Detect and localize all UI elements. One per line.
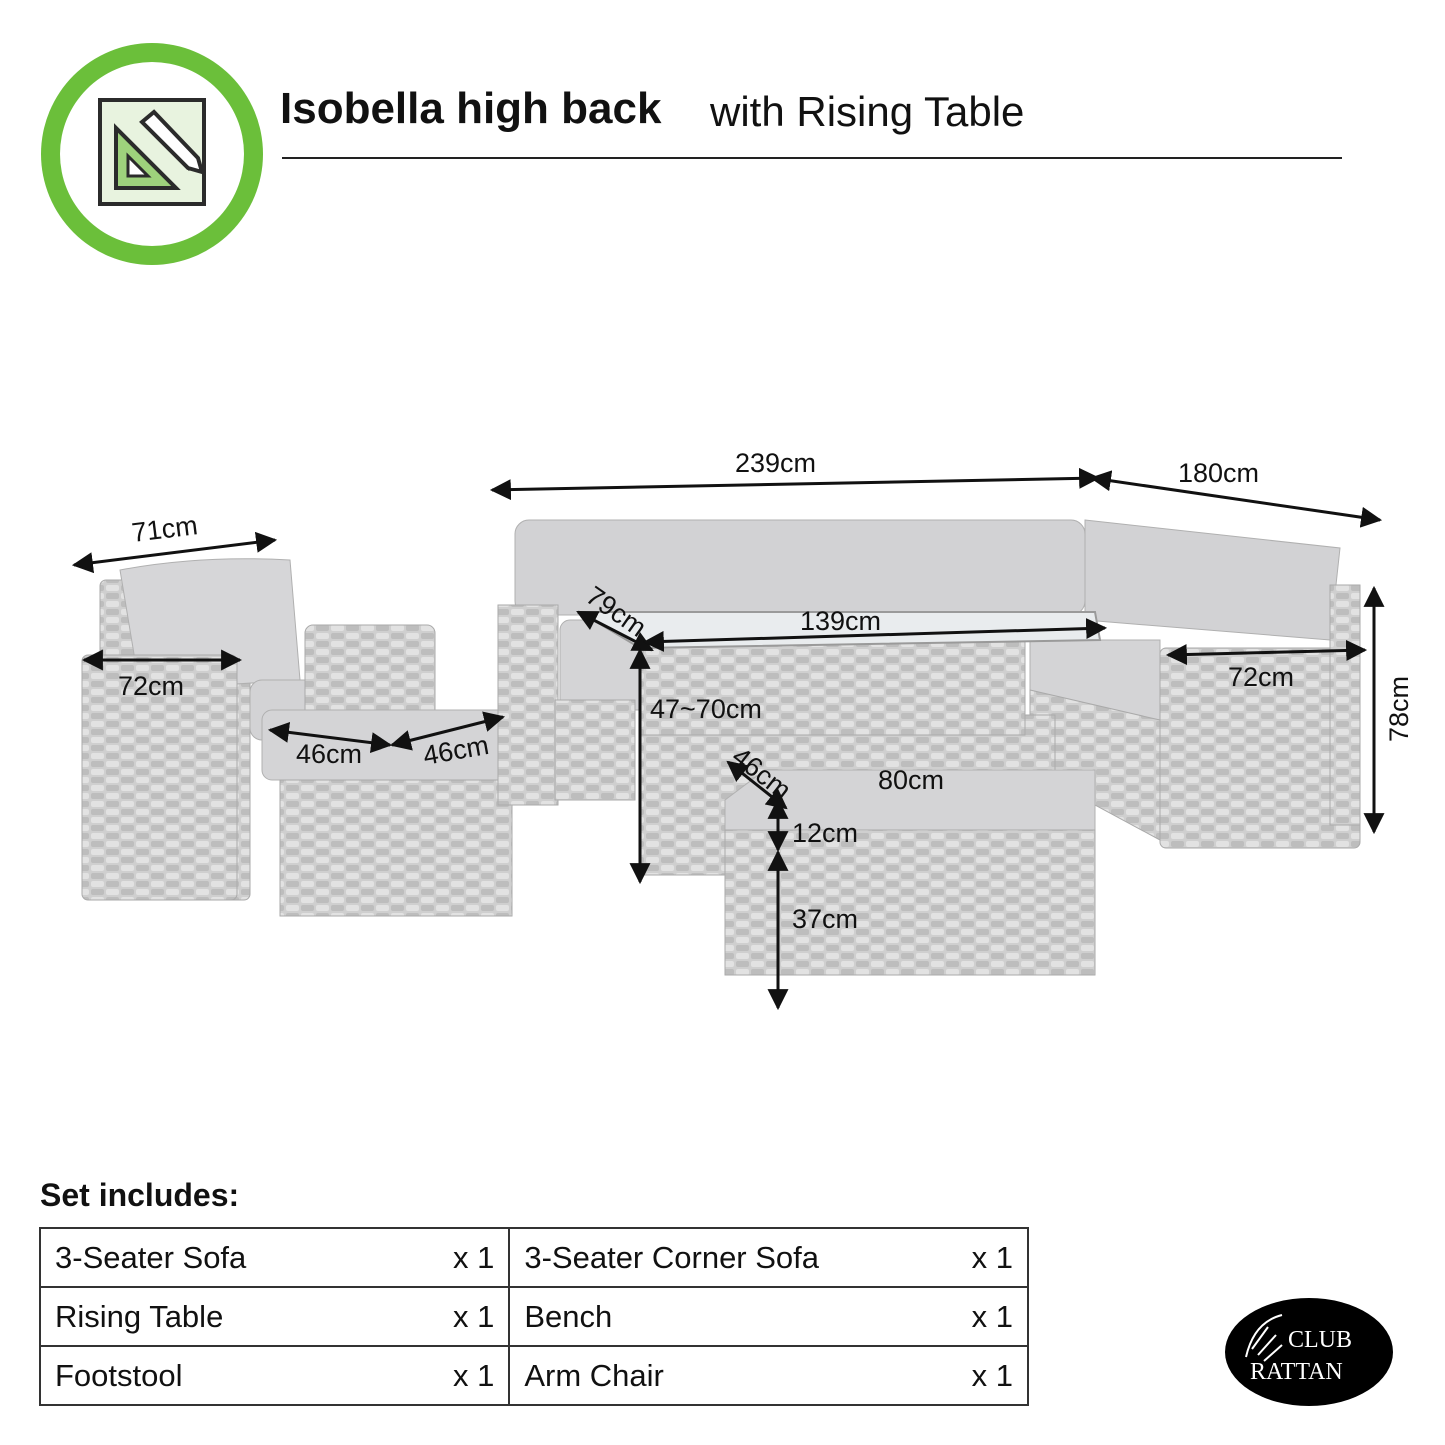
dimension-lines (71, 467, 1385, 1011)
product-title: Isobella high back (280, 84, 662, 133)
set-qty: x 1 (439, 1286, 511, 1347)
dim-corner-depth: 72cm (1228, 662, 1294, 692)
dim-corner-length: 180cm (1178, 458, 1259, 488)
product-subtitle: with Rising Table (710, 88, 1025, 135)
ruler-pencil-icon (98, 98, 206, 206)
set-includes-table: 3-Seater Sofa x 1 3-Seater Corner Sofa x… (39, 1227, 1030, 1406)
set-qty: x 1 (957, 1345, 1030, 1406)
title-divider (282, 157, 1342, 159)
set-item: 3-Seater Sofa (39, 1227, 439, 1288)
dim-sofa-height: 78cm (1384, 676, 1414, 742)
dim-bench-height: 37cm (792, 904, 858, 934)
set-item: 3-Seater Corner Sofa (508, 1227, 958, 1288)
logo-line1: CLUB (1288, 1327, 1352, 1353)
table-row: Rising Table x 1 Bench x 1 (39, 1286, 1030, 1347)
set-qty: x 1 (439, 1227, 511, 1288)
dim-cushion-height: 12cm (792, 818, 858, 848)
dim-chair-depth: 72cm (118, 671, 184, 701)
set-item: Footstool (39, 1345, 439, 1406)
dim-table-height: 47~70cm (650, 694, 762, 724)
club-rattan-logo: CLUB RATTAN (1225, 1298, 1393, 1406)
product-dimensions-badge: PRODUCT DIMENSIONS (41, 43, 263, 265)
leaf-icon (1245, 1314, 1283, 1362)
set-includes-heading: Set includes: (40, 1177, 240, 1213)
dim-table-length: 139cm (800, 606, 881, 636)
set-qty: x 1 (957, 1227, 1030, 1288)
logo-line2: RATTAN (1250, 1359, 1343, 1385)
furniture-diagram: 239cm 180cm 71cm 72cm 46cm 46cm 79cm 139… (71, 448, 1414, 1011)
set-item: Bench (508, 1286, 958, 1347)
dim-sofa-length: 239cm (735, 448, 816, 478)
set-item: Rising Table (39, 1286, 439, 1347)
dim-footstool-width: 46cm (296, 739, 362, 769)
set-qty: x 1 (439, 1345, 511, 1406)
table-row: 3-Seater Sofa x 1 3-Seater Corner Sofa x… (39, 1227, 1030, 1288)
set-item: Arm Chair (508, 1345, 958, 1406)
table-row: Footstool x 1 Arm Chair x 1 (39, 1345, 1030, 1406)
dim-bench-length: 80cm (878, 765, 944, 795)
dim-chair-width: 71cm (130, 510, 199, 548)
set-qty: x 1 (957, 1286, 1030, 1347)
